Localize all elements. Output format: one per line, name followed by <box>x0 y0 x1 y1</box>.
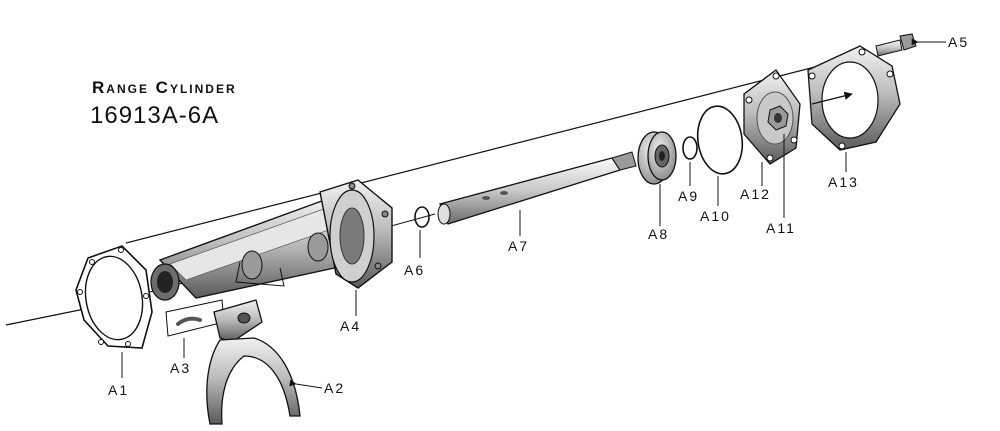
diagram-title: Range Cylinder <box>92 78 237 97</box>
callout-a5: A5 <box>948 34 970 50</box>
callout-a11: A11 <box>766 220 796 236</box>
callout-a3: A3 <box>170 360 192 376</box>
callout-a12: A12 <box>740 186 771 202</box>
detail-box-a3 <box>165 261 285 358</box>
callout-a8: A8 <box>648 226 670 242</box>
callout-a10: A10 <box>700 208 731 224</box>
axis-line-upper <box>125 55 859 244</box>
bolt-a5 <box>875 33 946 57</box>
o-ring-a9 <box>682 136 698 186</box>
callout-a7: A7 <box>508 238 530 254</box>
cover-plate-a12 <box>743 69 801 186</box>
end-housing-a13 <box>807 45 901 172</box>
callout-a4: A4 <box>340 318 362 334</box>
part-number: 16913A-6A <box>90 102 220 129</box>
nut-a11 <box>767 105 789 218</box>
gasket-a1 <box>75 245 153 378</box>
cylinder-housing-a4 <box>150 179 393 316</box>
o-ring-a10 <box>696 105 744 206</box>
callout-a2: A2 <box>324 380 346 396</box>
piston-a8 <box>637 131 677 226</box>
shaft-a7 <box>437 151 637 236</box>
o-ring-a6 <box>414 206 430 258</box>
callout-a6: A6 <box>404 262 426 278</box>
callout-a9: A9 <box>678 188 700 204</box>
callout-a1: A1 <box>108 382 130 398</box>
callout-a13: A13 <box>828 174 859 190</box>
shift-fork-a2 <box>206 299 323 425</box>
